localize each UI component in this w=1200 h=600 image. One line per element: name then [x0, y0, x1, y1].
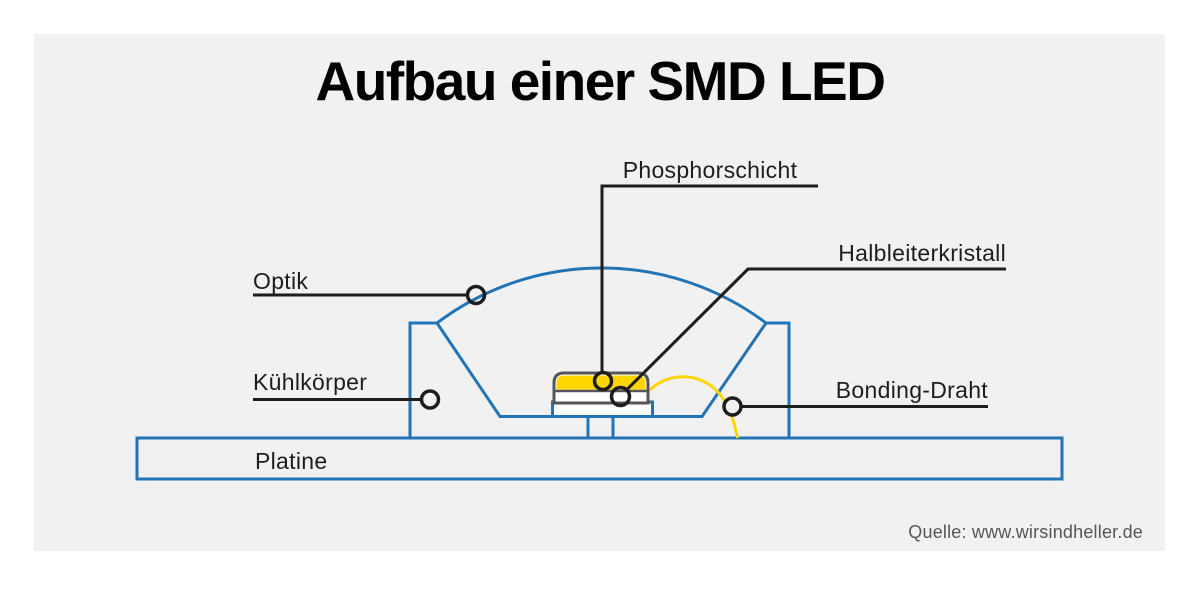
bonding-wire [648, 375, 739, 439]
heatsink-right-wall [766, 321, 791, 438]
callout-bonding-circle [722, 396, 743, 417]
callout-kristall-circle [609, 385, 632, 408]
page-title: Aufbau einer SMD LED [315, 50, 886, 112]
callout-kristall-line [625, 267, 1006, 392]
label-kuehlkoerper: Kühlkörper [253, 369, 367, 395]
heatsink-left-wall [408, 321, 437, 438]
phosphor-layer [556, 375, 646, 390]
label-platine: Platine [255, 448, 327, 474]
callout-phosphor-line [600, 184, 818, 371]
callout-optik-circle [465, 284, 487, 306]
callout-kuehlkoerper-circle [419, 389, 441, 410]
callout-phosphor-circle [592, 370, 614, 392]
card-background [34, 34, 1165, 551]
label-phosphorschicht: Phosphorschicht [623, 157, 798, 183]
label-optik: Optik [253, 268, 308, 294]
source-credit: Quelle: www.wirsindheller.de [908, 522, 1143, 542]
label-halbleiterkristall: Halbleiterkristall [838, 240, 1006, 266]
label-bonding-draht: Bonding-Draht [836, 377, 989, 403]
platine-board [135, 436, 1064, 481]
